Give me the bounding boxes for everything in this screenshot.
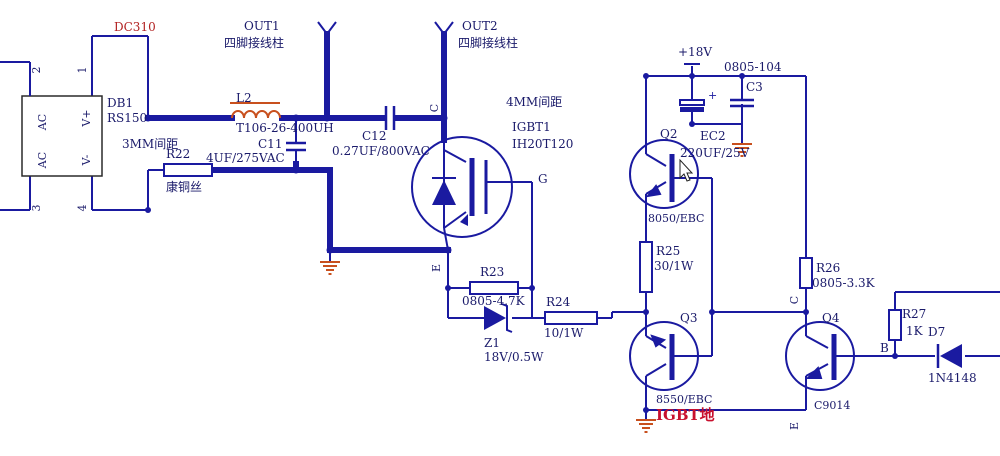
r23-resistor: [469, 281, 519, 295]
label-q2-value: 8050/EBC: [648, 212, 704, 225]
c12-capacitor: [378, 106, 402, 130]
db1-bridge-rectifier: AC AC V+ V- 2 1 3 4: [21, 67, 103, 212]
db1-pin-4: 4: [76, 205, 89, 212]
db1-pin-vplus: V+: [80, 109, 93, 127]
ground-main-icon: [319, 261, 341, 275]
label-q4: Q4: [822, 311, 840, 325]
l2-inductor: [230, 102, 281, 119]
ground-symbols: [319, 143, 753, 433]
out-terminals: [317, 21, 454, 36]
label-r25-value: 30/1W: [654, 259, 694, 273]
db1-pin-ac-bottom: AC: [36, 152, 49, 169]
igbt1-transistor: [411, 136, 513, 251]
label-igbt-pin-g: G: [538, 172, 548, 186]
label-q4-pin-c: C: [788, 296, 801, 304]
mouse-cursor-icon: [679, 158, 694, 182]
label-out2-desc: 四脚接线柱: [458, 35, 518, 50]
label-r24-value: 10/1W: [544, 326, 584, 340]
label-q2: Q2: [660, 127, 677, 141]
db1-body: [21, 95, 103, 177]
label-q3-value: 8550/EBC: [656, 393, 712, 406]
label-db1: DB1: [107, 96, 133, 110]
label-out1: OUT1: [244, 19, 280, 33]
svg-text:+: +: [708, 89, 717, 102]
r24-resistor: [544, 311, 598, 325]
label-dc310: DC310: [114, 20, 156, 34]
label-r26-value: 0805-3.3K: [812, 276, 876, 290]
label-c12: C12: [362, 129, 386, 143]
label-r23-value: 0805-4.7K: [462, 294, 526, 308]
label-z1-value: 18V/0.5W: [484, 350, 544, 364]
c11-capacitor: [286, 140, 306, 166]
label-r24: R24: [546, 295, 571, 309]
label-igbt-ground: IGBT地: [656, 406, 715, 424]
label-d7: D7: [928, 325, 945, 339]
label-q3: Q3: [680, 311, 697, 325]
signal-wires: [0, 35, 1000, 411]
c3-capacitor: [730, 98, 754, 108]
labels: DC310 OUT1 四脚接线柱 OUT2 四脚接线柱 DB1 RS150 L2…: [107, 19, 977, 430]
z1-zener-diode: [484, 303, 513, 333]
r22-resistor: [163, 163, 213, 177]
junctions: [144, 73, 898, 413]
label-r25: R25: [656, 244, 680, 258]
label-igbt1-value: IH20T120: [512, 137, 573, 151]
db1-pin-3: 3: [30, 205, 43, 212]
label-r22-value: 康铜丝: [166, 179, 202, 194]
r25-resistor: [639, 241, 653, 293]
label-c12-value: 0.27UF/800VAC: [332, 144, 430, 158]
label-r26: R26: [816, 261, 840, 275]
label-cap-code: 0805-104: [724, 60, 782, 74]
label-ec2-value: 220UF/25V: [680, 146, 750, 160]
label-q4-value: C9014: [814, 399, 850, 412]
label-r27-value: 1K: [906, 324, 924, 338]
label-igbt-pin-c: C: [428, 104, 441, 112]
label-spacing-4mm: 4MM间距: [506, 95, 562, 109]
label-out2: OUT2: [462, 19, 498, 33]
label-c11: C11: [258, 137, 282, 151]
db1-pin-1: 1: [76, 67, 89, 74]
r26-resistor: [799, 257, 813, 289]
q4-transistor: [785, 321, 855, 391]
label-rs150: RS150: [107, 111, 147, 125]
label-l2-value: T106-26-400UH: [236, 121, 334, 135]
label-q4-pin-b: B: [880, 341, 889, 355]
ground-igbt-icon: [635, 419, 657, 433]
label-r22: R22: [166, 147, 190, 161]
ec2-electrolytic-capacitor: +: [679, 89, 717, 112]
label-out1-desc: 四脚接线柱: [224, 35, 284, 50]
db1-pin-vminus: V-: [80, 154, 93, 166]
label-supply-18v: +18V: [678, 45, 712, 59]
label-d7-value: 1N4148: [928, 371, 977, 385]
label-igbt-pin-e: E: [430, 264, 443, 272]
label-l2: L2: [236, 91, 252, 105]
label-z1: Z1: [484, 336, 500, 350]
label-r23: R23: [480, 265, 504, 279]
label-c11-value: 4UF/275VAC: [206, 151, 285, 165]
label-r27: R27: [902, 307, 926, 321]
d7-diode: [936, 344, 962, 368]
q3-transistor: [629, 321, 699, 391]
label-igbt1: IGBT1: [512, 120, 551, 134]
q2-transistor: [629, 139, 699, 209]
label-q4-pin-e: E: [788, 422, 801, 430]
out1-terminal: [317, 21, 337, 36]
db1-pin-ac-top: AC: [36, 114, 49, 131]
label-spacing-3mm: 3MM间距: [122, 137, 178, 151]
label-c3: C3: [746, 80, 763, 94]
label-ec2: EC2: [700, 129, 726, 143]
out2-terminal: [434, 21, 454, 36]
db1-pin-2: 2: [30, 67, 43, 74]
r27-resistor: [888, 309, 902, 341]
